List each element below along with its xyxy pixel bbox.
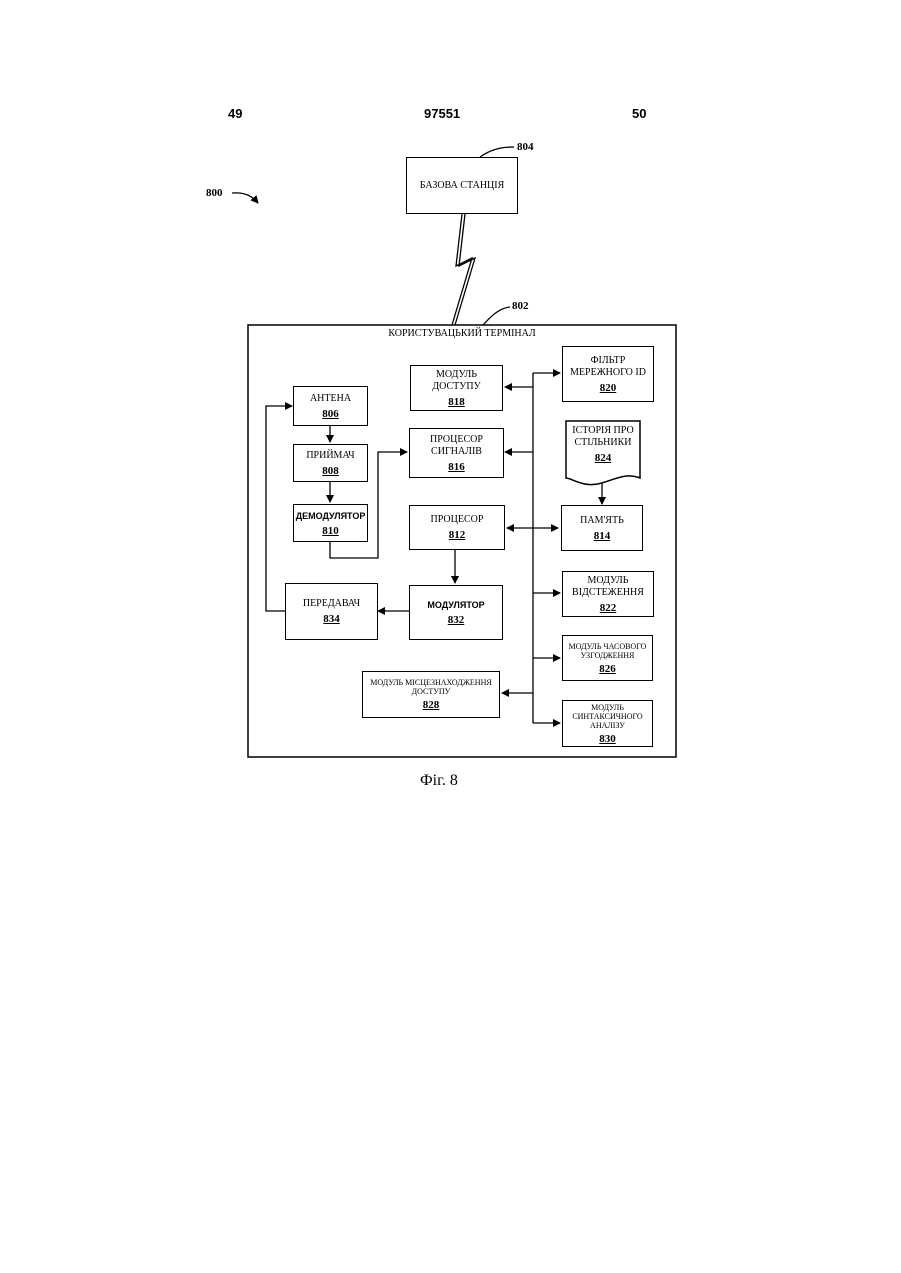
ref-804-leader (480, 147, 514, 157)
antenna-block: АНТЕНА 806 (293, 386, 368, 426)
wireless-link (452, 214, 472, 325)
base-station-block: БАЗОВА СТАНЦІЯ (406, 157, 518, 214)
ref-800-arrow (232, 193, 258, 203)
signal-processor-block: ПРОЦЕСОР СИГНАЛІВ 816 (409, 428, 504, 478)
ref-804: 804 (517, 141, 534, 153)
ref-802: 802 (512, 300, 529, 312)
network-id-filter-block: ФІЛЬТР МЕРЕЖНОГО ID 820 (562, 346, 654, 402)
transmitter-to-antenna (266, 406, 292, 611)
parsing-module-block: МОДУЛЬ СИНТАКСИЧНОГО АНАЛІЗУ 830 (562, 700, 653, 747)
timing-module-block: МОДУЛЬ ЧАСОВОГО УЗГОДЖЕННЯ 826 (562, 635, 653, 681)
location-module-block: МОДУЛЬ МІСЦЕЗНАХОДЖЕННЯ ДОСТУПУ 828 (362, 671, 500, 718)
processor-block: ПРОЦЕСОР 812 (409, 505, 505, 550)
memory-block: ПАМ'ЯТЬ 814 (561, 505, 643, 551)
transmitter-block: ПЕРЕДАВАЧ 834 (285, 583, 378, 640)
demodulator-block: ДЕМОДУЛЯТОР 810 (293, 504, 368, 542)
modulator-block: МОДУЛЯТОР 832 (409, 585, 503, 640)
figure-caption: Фіг. 8 (420, 772, 458, 790)
receiver-block: ПРИЙМАЧ 808 (293, 444, 368, 482)
ref-802-leader (483, 307, 510, 325)
access-module-block: МОДУЛЬ ДОСТУПУ 818 (410, 365, 503, 411)
base-station-label: БАЗОВА СТАНЦІЯ (418, 180, 507, 192)
terminal-title: КОРИСТУВАЦЬКИЙ ТЕРМІНАЛ (248, 328, 676, 339)
figure-ref-800: 800 (206, 187, 223, 199)
tracking-module-block: МОДУЛЬ ВІДСТЕЖЕННЯ 822 (562, 571, 654, 617)
cell-history-block: ІСТОРІЯ ПРО СТІЛЬНИКИ 824 (566, 421, 640, 473)
